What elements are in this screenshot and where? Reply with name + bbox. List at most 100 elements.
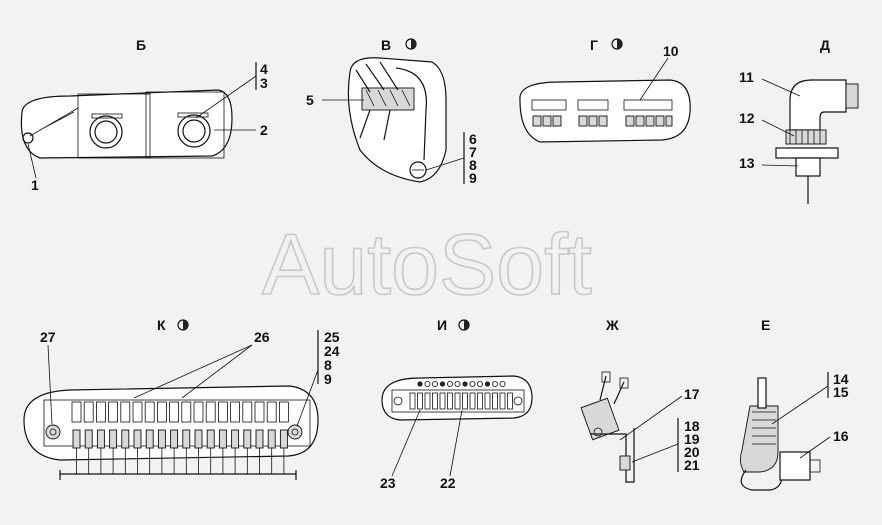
terminal-top <box>144 401 155 423</box>
terminal-top <box>181 401 192 423</box>
view-b-clip <box>22 132 34 144</box>
view-v-wires-bottom <box>359 109 391 141</box>
terminal-slot <box>477 392 483 410</box>
view-i-rotate-icon-fill <box>464 320 469 330</box>
view-k: К 27 26 25 24 8 9 <box>23 317 340 480</box>
view-g-block-middle <box>577 99 609 127</box>
view-k-leader-25 <box>296 369 319 427</box>
view-k-rotate-icon-fill <box>183 320 188 330</box>
callout-15: 15 <box>833 384 849 400</box>
view-v-rotate-icon-fill <box>411 39 416 49</box>
callout-14: 14 <box>833 371 849 387</box>
view-k-terminals <box>71 401 289 474</box>
view-v-title: В <box>381 37 391 53</box>
view-k-mount-right <box>287 424 303 440</box>
view-v: В 5 6 7 8 9 <box>306 37 477 186</box>
wire-end <box>476 380 483 387</box>
view-k-mount-right-inner <box>291 428 299 436</box>
callout-26: 26 <box>254 329 270 345</box>
view-b-panel-left <box>77 93 151 159</box>
view-i-leader-22 <box>449 409 463 477</box>
terminal-lug <box>72 429 81 449</box>
view-g-rotate-icon-fill <box>617 39 622 49</box>
view-zh-bolt <box>593 427 603 437</box>
callout-3: 3 <box>260 75 268 91</box>
terminal-lug <box>279 429 288 449</box>
wire-end <box>491 380 498 387</box>
view-v-outline <box>347 57 447 183</box>
view-e-leader-16 <box>799 436 831 459</box>
terminal-lug <box>267 429 276 449</box>
terminal-top <box>217 401 228 423</box>
view-e-elbow <box>739 405 779 473</box>
view-zh-leader-17 <box>619 395 683 441</box>
view-k-mount-left-inner <box>49 428 57 436</box>
view-b-panel-right <box>145 91 225 159</box>
view-zh-leader-18-21 <box>631 443 679 463</box>
terminal-top <box>120 401 131 423</box>
terminal-top <box>108 401 118 423</box>
terminal-lug <box>243 429 252 449</box>
view-k-leader-26a <box>133 344 253 399</box>
terminal-top <box>83 401 94 423</box>
terminal-top <box>156 401 167 423</box>
view-zh-wire-end-a <box>601 371 611 383</box>
callout-24: 24 <box>324 343 340 359</box>
callout-13: 13 <box>739 155 755 171</box>
callout-4: 4 <box>260 61 268 77</box>
view-b-outline <box>20 89 233 159</box>
view-b-leader-3-4 <box>195 75 257 119</box>
view-i-leader-23 <box>391 409 421 477</box>
terminal-lug <box>133 429 142 449</box>
view-d: Д 11 12 13 <box>739 37 859 204</box>
terminal-slot <box>462 392 468 410</box>
view-b-title: Б <box>136 37 146 53</box>
terminal-top <box>96 401 106 423</box>
view-k-leader-26b <box>181 344 253 399</box>
terminal-slot <box>439 392 446 410</box>
view-b-leader-1 <box>27 143 37 179</box>
view-zh-bracket <box>590 428 635 483</box>
view-b-socket-right-inner <box>182 119 206 143</box>
view-g-block-right <box>623 99 673 127</box>
terminal-lug <box>231 429 240 449</box>
callout-7: 7 <box>469 144 477 160</box>
view-e-ribs <box>752 411 776 445</box>
terminal-lug <box>255 429 264 449</box>
view-zh-wire-end-b <box>619 377 629 389</box>
watermark: AutoSoft <box>262 217 592 313</box>
view-d-leader-11 <box>761 78 801 97</box>
terminal-top <box>71 401 82 423</box>
view-d-title: Д <box>820 37 830 53</box>
wire-end <box>484 381 491 387</box>
view-k-outline <box>23 385 319 461</box>
view-e: Е 14 15 16 <box>739 317 849 491</box>
view-g-leader-10 <box>639 57 669 101</box>
wire-end <box>417 381 423 387</box>
terminal-lug <box>145 429 154 449</box>
view-zh-plug-body <box>580 397 620 441</box>
view-k-leader-27 <box>47 344 53 425</box>
view-d-elbow <box>789 79 847 131</box>
callout-5: 5 <box>306 92 314 108</box>
callout-19: 19 <box>684 431 700 447</box>
view-i-title: И <box>437 317 447 333</box>
view-zh-nut <box>619 455 631 471</box>
view-b-bracket-left <box>91 113 123 119</box>
terminal-lug <box>157 429 166 449</box>
terminal-top <box>132 401 143 423</box>
terminal-lug <box>170 429 179 449</box>
wire-end <box>499 380 506 387</box>
view-b-bracket-right <box>177 112 209 118</box>
view-i-outline <box>381 375 533 421</box>
terminal-lug <box>194 429 203 449</box>
view-e-plug <box>779 451 811 481</box>
terminal-slot <box>447 392 453 410</box>
terminal-top <box>242 401 253 423</box>
view-k-title: К <box>157 317 166 333</box>
view-g-outline <box>519 79 691 143</box>
wire-end <box>424 380 431 387</box>
callout-8: 8 <box>469 157 477 173</box>
wire-end <box>446 380 453 387</box>
